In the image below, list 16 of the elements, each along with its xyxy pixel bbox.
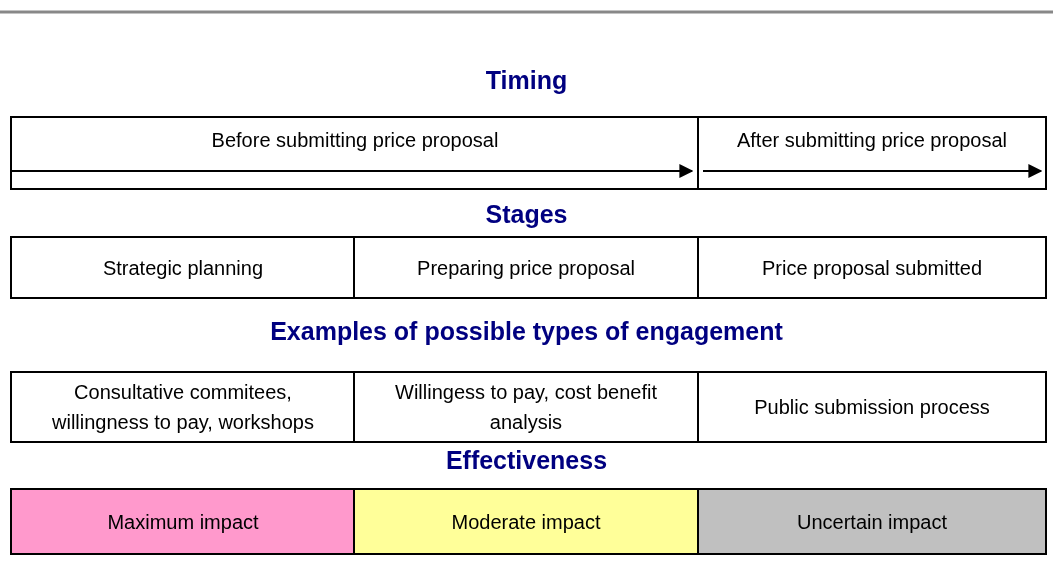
table-cell: Consultative commitees, willingness to pay, workshops xyxy=(10,371,356,443)
table-cell: Willingess to pay, cost benefit analysis xyxy=(353,371,699,443)
rating-cell: Moderate impact xyxy=(353,488,699,555)
arrow xyxy=(11,164,694,178)
table-cell: Strategic planning xyxy=(10,236,356,299)
table-cell: Public submission process xyxy=(697,371,1047,443)
section-heading: Examples of possible types of engagement xyxy=(270,317,783,346)
section-heading: Timing xyxy=(485,66,568,95)
section-heading: Effectiveness xyxy=(445,446,608,475)
section-heading: Stages xyxy=(485,200,568,229)
rating-cell: Maximum impact xyxy=(10,488,356,555)
table-cell: Preparing price proposal xyxy=(353,236,699,299)
table-cell: Price proposal submitted xyxy=(697,236,1047,299)
table-cell: Before submitting price proposal xyxy=(10,116,700,190)
table-cell: After submitting price proposal xyxy=(697,116,1047,190)
rating-cell: Uncertain impact xyxy=(697,488,1047,555)
